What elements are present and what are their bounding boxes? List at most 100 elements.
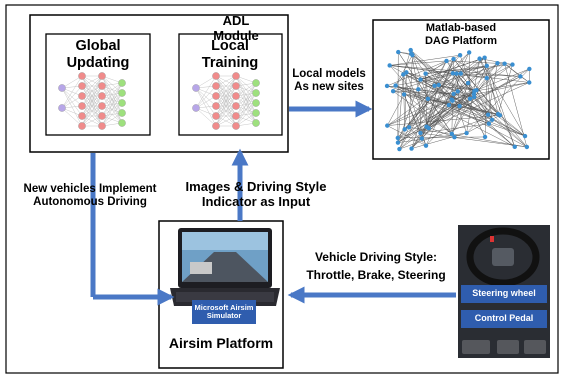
dag-node [510,62,515,67]
dag-node [524,144,530,150]
dag-edge [474,82,530,92]
nn-neuron [118,119,126,127]
dag-node [396,49,401,55]
local-training-title: Local Training [184,38,276,71]
dag-edge [386,60,447,87]
dag-edge [418,89,527,148]
dag-edge [397,132,467,143]
dag-edge [420,57,485,80]
global-updating-title: Global Updating [52,38,144,71]
steering-wheel-label: Steering wheel [461,285,547,303]
dag-edge [411,53,419,90]
dag-edge [425,65,487,74]
dag-edge [387,82,469,126]
dag-edge [406,72,526,137]
adl-title-line2: Module [213,27,259,43]
new-vehicles-line1: New vehicles Implement [23,183,157,195]
nn-connection [61,95,83,109]
nn-connection [235,92,257,127]
dag-node [419,136,424,141]
dag-edge [425,73,427,127]
dag-edge [427,57,485,100]
new-vehicles-label: New vehicles Implement Autonomous Drivin… [8,183,172,209]
dag-edge [387,115,500,126]
nn-neuron [78,72,86,80]
nn-neuron [78,92,86,100]
nn-connection [101,82,123,117]
dag-node [409,51,414,56]
nn-neuron [118,89,126,97]
dag-node [409,146,414,151]
dag-edge [397,136,486,139]
dag-edge [411,132,467,149]
local-models-label: Local models As new sites [286,68,372,94]
nn-neuron [232,82,240,90]
dag-node [486,121,492,126]
airsim-screen-line2: Simulator [206,311,242,320]
nn-neuron [78,112,86,120]
nn-neuron [98,122,106,130]
images-line1: Images & Driving Style [185,179,327,194]
dag-edge [484,57,515,147]
dag-node [458,71,463,76]
dag-edge [418,89,475,98]
dag-node [395,135,400,141]
adl-title-line1: ADL [222,13,250,28]
dag-edge [395,85,460,107]
dag-node [451,91,456,97]
nn-connection [81,105,103,127]
dag-node [495,111,501,117]
nn-connection [81,95,103,127]
dag-edge [389,54,461,66]
nn-connection [215,95,237,127]
images-line2: Indicator as Input [201,193,311,209]
dag-edge [393,91,452,135]
dag-edge [411,73,457,149]
local-models-line2: As new sites [294,81,364,94]
dag-edge [408,127,427,146]
dag-edge [395,54,413,86]
dag-edge [398,51,453,134]
nn-neuron [252,79,260,87]
nn-neuron [118,99,126,107]
dag-node [502,61,507,66]
control-pedal-label: Control Pedal [461,310,547,328]
dag-node [474,87,479,93]
dag-node [423,71,428,76]
dag-node [384,83,390,89]
dag-node [451,56,456,62]
nn-neuron [252,119,260,127]
dag-node [425,96,431,102]
nn-connection [235,102,257,127]
dag-edge [389,60,447,66]
nn-neuron [212,102,220,110]
dag-node [385,123,390,128]
nn-connection [61,75,83,89]
dag-edge [486,64,513,79]
nn-neuron [212,122,220,130]
nn-connection [61,107,83,127]
dag-edge [410,50,429,99]
nn-connection [215,75,237,117]
nn-neuron [98,92,106,100]
nn-connection [215,75,237,97]
dag-edge [456,73,521,77]
dag-edge [466,68,530,134]
dag-node [489,117,495,122]
dag-edge [389,65,455,138]
nn-connection [215,105,237,127]
nn-neuron [98,72,106,80]
dag-edge [426,64,513,127]
dag-node [452,135,457,140]
local-models-line1: Local models [292,68,366,80]
driving-style-line1: Vehicle Driving Style: [314,250,438,264]
dag-edge [397,89,477,143]
dag-edge [474,68,530,92]
dag-edge [479,58,526,137]
nn-neuron [78,122,86,130]
global-title-line1: Global [75,38,121,54]
dag-title-line2: DAG Platform [424,34,498,47]
dag-edge [484,57,493,120]
dag-node [387,63,392,68]
local-title-line1: Local [211,38,249,54]
